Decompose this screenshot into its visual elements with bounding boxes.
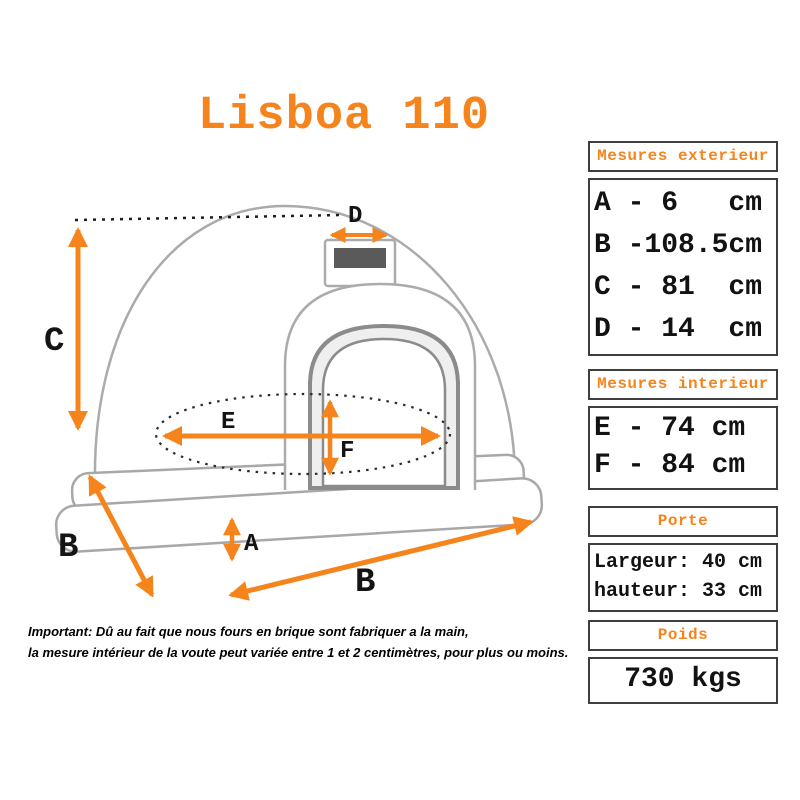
measure-d: D - 14 cm — [594, 314, 763, 346]
door-width: Largeur: 40 cm — [594, 551, 763, 575]
panel-exterior: Mesures exterieur A - 6 cm B -108.5cm C … — [588, 141, 778, 357]
chimney-vent — [334, 248, 386, 268]
dim-arrow-b-bottom — [228, 516, 534, 601]
measurement-panels: Mesures exterieur A - 6 cm B -108.5cm C … — [588, 141, 778, 717]
oven-diagram-svg: C D E F A B B — [44, 203, 544, 602]
oven-diagram: C D E F A B B — [20, 178, 570, 648]
dim-arrow-b-left — [87, 474, 155, 598]
panel-exterior-title: Mesures exterieur — [588, 141, 778, 173]
door-height: hauteur: 33 cm — [594, 579, 763, 603]
panel-door: Porte Largeur: 40 cm hauteur: 33 cm — [588, 506, 778, 613]
handmade-disclaimer: Important: Dû au fait que nous fours en … — [28, 622, 568, 664]
disclaimer-label: Important: — [28, 624, 93, 639]
door-opening — [321, 337, 447, 488]
panel-weight-values: 730 kgs — [588, 657, 778, 704]
panel-weight-title: Poids — [588, 620, 778, 652]
panel-interior-title: Mesures interieur — [588, 369, 778, 401]
label-b-bottom: B — [355, 564, 375, 602]
measure-b: B -108.5cm — [594, 230, 763, 262]
measure-e: E - 74 cm — [594, 413, 746, 445]
disclaimer-line2: la mesure intérieur de la voute peut var… — [28, 644, 569, 660]
label-e: E — [221, 409, 235, 436]
interior-diameter-ellipse — [154, 392, 452, 476]
measure-a: A - 6 cm — [594, 188, 763, 220]
panel-interior: Mesures interieur E - 74 cm F - 84 cm — [588, 369, 778, 491]
panel-door-values: Largeur: 40 cm hauteur: 33 cm — [588, 543, 778, 613]
measure-f: F - 84 cm — [594, 450, 746, 482]
panel-exterior-values: A - 6 cm B -108.5cm C - 81 cm D - 14 cm — [588, 178, 778, 357]
label-a: A — [244, 531, 259, 558]
label-d: D — [348, 203, 362, 230]
label-c: C — [44, 323, 64, 361]
panel-weight: Poids 730 kgs — [588, 620, 778, 704]
page-title: Lisboa 110 — [198, 90, 491, 143]
label-f: F — [340, 438, 354, 465]
panel-interior-values: E - 74 cm F - 84 cm — [588, 406, 778, 491]
measure-c: C - 81 cm — [594, 272, 763, 304]
label-b-left: B — [58, 529, 78, 567]
weight-value: 730 kgs — [624, 664, 742, 696]
disclaimer-line1: Dû au fait que nous fours en brique sont… — [92, 624, 469, 639]
panel-door-title: Porte — [588, 506, 778, 538]
